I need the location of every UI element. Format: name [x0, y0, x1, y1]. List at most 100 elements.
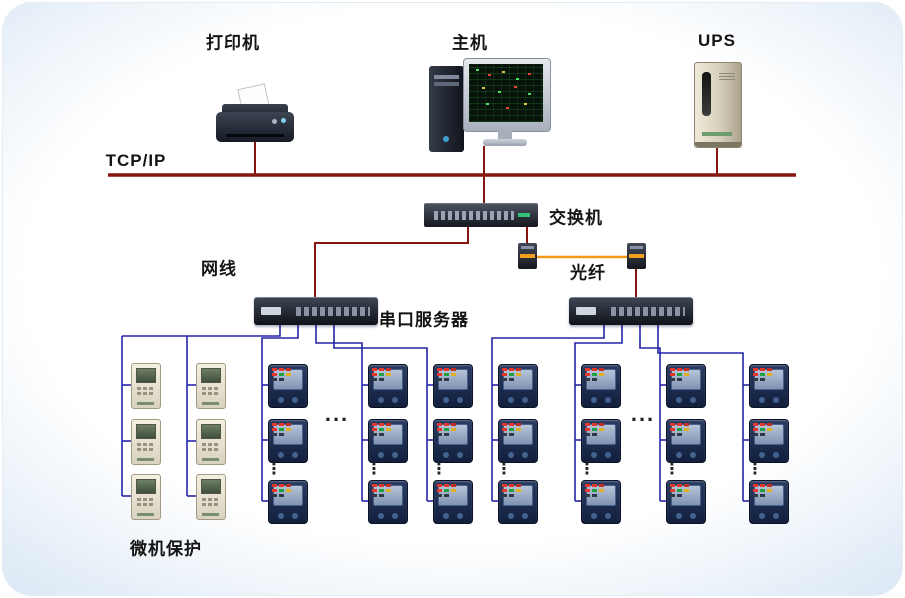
meter-display: [503, 485, 533, 506]
meter-buttons: [591, 513, 597, 519]
meter-digits: [272, 423, 277, 426]
server-serial-ports: [611, 307, 685, 316]
meter-display: [503, 369, 533, 390]
monitor-scada-graphics: [476, 69, 479, 71]
protection-screen: [201, 424, 221, 439]
meter-digits: [272, 368, 277, 371]
meter-display: [373, 485, 403, 506]
ups-device: [694, 62, 742, 148]
ethernet-switch-device: [424, 203, 538, 227]
label-host: 主机: [452, 33, 488, 53]
fiber-converter-left: [518, 243, 537, 269]
meter-display: [373, 424, 403, 445]
server-label-plate: [261, 307, 281, 315]
meter-buttons: [378, 513, 384, 519]
printer-body: [216, 112, 294, 142]
protection-device: [196, 474, 226, 520]
switch-ports: [434, 211, 514, 220]
meter-display: [438, 424, 468, 445]
meter-buttons: [676, 452, 682, 458]
protection-device: [131, 474, 161, 520]
vertical-ellipsis: ⋮: [266, 461, 282, 478]
meter-digits: [670, 484, 675, 487]
vertical-ellipsis: ⋮: [747, 461, 763, 478]
protection-led: [202, 402, 219, 405]
protection-keypad: [137, 387, 141, 390]
converter-top: [630, 246, 643, 249]
label-serial-server: 串口服务器: [379, 310, 469, 330]
meter-display: [754, 369, 784, 390]
protection-led: [202, 458, 219, 461]
protection-screen: [136, 479, 156, 494]
printer-buttons: [281, 118, 286, 123]
protection-screen: [201, 368, 221, 383]
protection-led: [202, 513, 219, 516]
meter-buttons: [278, 452, 284, 458]
protection-keypad: [137, 498, 141, 501]
meter-digits: [585, 368, 590, 371]
power-meter: [433, 480, 473, 524]
protection-device: [196, 363, 226, 409]
meter-digits: [753, 484, 758, 487]
monitor-stand-base: [483, 139, 527, 146]
protection-led: [137, 458, 154, 461]
power-meter: [666, 364, 706, 408]
meter-buttons: [443, 397, 449, 403]
power-meter: [749, 419, 789, 463]
meter-buttons: [759, 452, 765, 458]
serial-server-left: [254, 297, 378, 325]
meter-buttons: [278, 397, 284, 403]
ups-vent-grill: [719, 72, 735, 80]
tower-drive-bays: [434, 75, 459, 79]
label-ups: UPS: [698, 31, 736, 50]
meter-digits: [502, 368, 507, 371]
meter-display: [671, 369, 701, 390]
meter-display: [503, 424, 533, 445]
protection-device: [131, 419, 161, 465]
meter-digits: [372, 423, 377, 426]
meter-buttons: [443, 452, 449, 458]
meter-digits: [670, 368, 675, 371]
ups-base: [695, 142, 741, 147]
meter-display: [586, 485, 616, 506]
protection-keypad: [137, 443, 141, 446]
meter-display: [273, 424, 303, 445]
printer-device: [216, 83, 294, 142]
power-meter: [268, 480, 308, 524]
power-meter: [268, 364, 308, 408]
meter-digits: [670, 423, 675, 426]
serial-server-right: [569, 297, 693, 325]
meter-display: [671, 424, 701, 445]
meter-digits: [437, 423, 442, 426]
power-meter: [433, 364, 473, 408]
meter-buttons: [508, 513, 514, 519]
server-serial-ports: [296, 307, 370, 316]
power-meter: [268, 419, 308, 463]
meter-digits: [585, 423, 590, 426]
protection-device: [131, 363, 161, 409]
meter-buttons: [591, 452, 597, 458]
horizontal-ellipsis: ...: [630, 401, 656, 426]
power-meter: [498, 480, 538, 524]
vertical-ellipsis: ⋮: [366, 461, 382, 478]
protection-screen: [136, 368, 156, 383]
power-meter: [368, 480, 408, 524]
meter-display: [438, 485, 468, 506]
protection-keypad: [202, 443, 206, 446]
monitor-screen: [469, 64, 543, 122]
ups-brand-label: [702, 132, 732, 136]
meter-buttons: [508, 452, 514, 458]
converter-top: [521, 246, 534, 249]
host-computer-tower: [429, 66, 464, 152]
label-switch: 交换机: [549, 208, 603, 228]
meter-display: [273, 369, 303, 390]
meter-digits: [272, 484, 277, 487]
power-meter: [666, 419, 706, 463]
meter-buttons: [676, 513, 682, 519]
label-printer: 打印机: [206, 33, 260, 53]
meter-buttons: [278, 513, 284, 519]
converter-orange-stripe: [629, 254, 644, 258]
power-meter: [666, 480, 706, 524]
power-meter: [581, 364, 621, 408]
